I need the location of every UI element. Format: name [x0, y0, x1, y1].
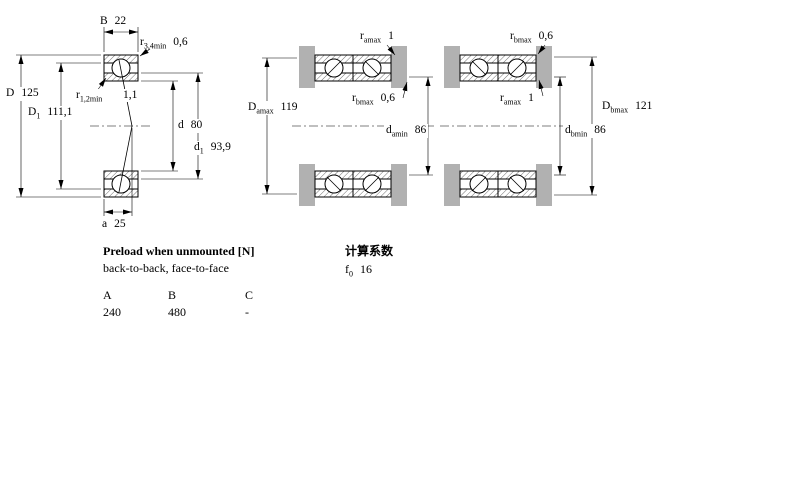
arrangement-a-bearings [314, 54, 392, 198]
preload-value-B: 480 [168, 305, 186, 319]
calculation-factors-title: 计算系数 [345, 244, 394, 258]
arrangement-b-bearings [459, 54, 537, 198]
preload-value-C: - [245, 305, 249, 319]
dim-label-r12min: r1,2min [74, 89, 105, 104]
arrangement-b-abutments [444, 46, 552, 206]
single-bearing-section [103, 54, 139, 198]
dim-value-r12min: 1,1 [121, 89, 140, 103]
preload-col-header-B: B [168, 288, 177, 302]
preload-subtitle: back-to-back, face-to-face [103, 261, 229, 275]
ball-bottom [111, 174, 131, 194]
preload-col-header-C: C [245, 288, 254, 302]
ball-top [111, 58, 131, 78]
contact-lines [471, 60, 525, 192]
arrangement-a-abutments [299, 46, 407, 206]
preload-title: Preload when unmounted [N] [103, 244, 255, 258]
left-dimension-lines [16, 27, 203, 216]
preload-value-A: 240 [103, 305, 121, 319]
contact-lines [326, 60, 380, 192]
preload-col-header-A: A [103, 288, 112, 302]
